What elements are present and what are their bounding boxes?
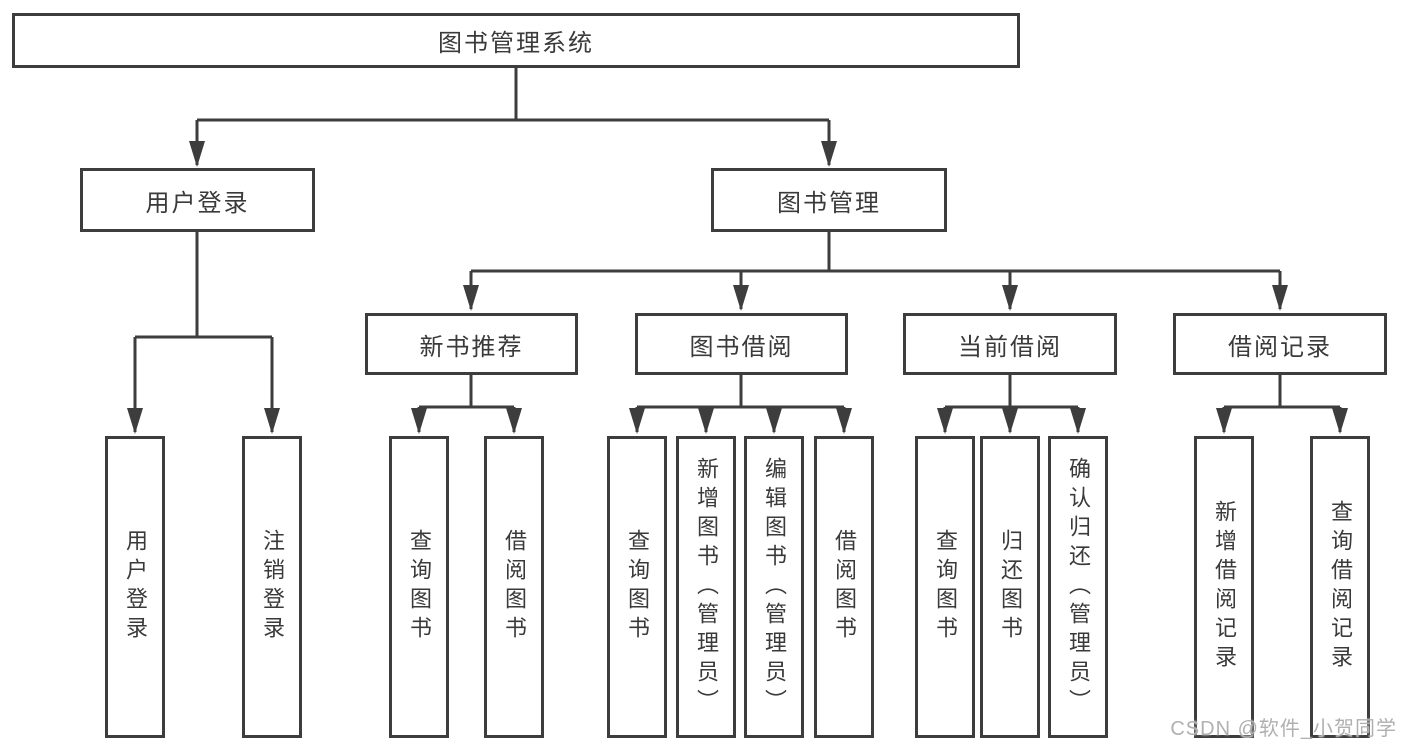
leaf-nb-query-books-label: 查询图书 — [407, 529, 432, 645]
leaf-logout-label: 注销登录 — [260, 529, 285, 645]
leaf-cb-confirm-return-admin-label: 确认归还（管理员） — [1066, 456, 1091, 718]
leaf-br-add-record-label: 新增借阅记录 — [1212, 500, 1237, 674]
node-new-book-recommend: 新书推荐 — [365, 313, 578, 375]
leaf-bb-add-books-admin: 新增图书（管理员） — [676, 436, 736, 738]
leaf-cb-query-books: 查询图书 — [915, 436, 975, 738]
node-current-borrow: 当前借阅 — [903, 313, 1117, 375]
node-root-label: 图书管理系统 — [438, 30, 594, 57]
node-root: 图书管理系统 — [12, 13, 1020, 68]
leaf-bb-edit-books-admin: 编辑图书（管理员） — [744, 436, 804, 738]
connector-root-to-level2 — [189, 68, 837, 167]
connector-current-borrow-children — [937, 375, 1086, 434]
connector-book-borrow-children — [629, 375, 852, 434]
leaf-bb-borrow-books-label: 借阅图书 — [832, 529, 857, 645]
node-book-management: 图书管理 — [711, 168, 947, 232]
leaf-user-login: 用户登录 — [105, 436, 165, 738]
leaf-cb-confirm-return-admin: 确认归还（管理员） — [1048, 436, 1108, 738]
leaf-bb-query-books: 查询图书 — [607, 436, 667, 738]
leaf-bb-edit-books-admin-label: 编辑图书（管理员） — [762, 456, 787, 718]
node-current-borrow-label: 当前借阅 — [958, 333, 1062, 361]
node-book-borrow-label: 图书借阅 — [689, 333, 794, 361]
leaf-cb-return-books: 归还图书 — [980, 436, 1040, 738]
leaf-br-query-record: 查询借阅记录 — [1310, 436, 1370, 738]
node-new-book-recommend-label: 新书推荐 — [419, 333, 524, 361]
node-user-login-label: 用户登录 — [145, 189, 250, 217]
connector-new-book-recommend-children — [411, 375, 522, 434]
leaf-bb-add-books-admin-label: 新增图书（管理员） — [694, 456, 719, 718]
node-borrow-records: 借阅记录 — [1173, 313, 1387, 375]
leaf-cb-return-books-label: 归还图书 — [998, 529, 1023, 645]
node-book-borrow: 图书借阅 — [635, 313, 848, 375]
connector-borrow-records-children — [1216, 375, 1348, 434]
leaf-nb-borrow-books: 借阅图书 — [484, 436, 544, 738]
watermark: CSDN @软件_小贺同学 — [1170, 718, 1397, 740]
leaf-bb-borrow-books: 借阅图书 — [814, 436, 874, 738]
leaf-user-login-label: 用户登录 — [123, 529, 148, 645]
leaf-nb-borrow-books-label: 借阅图书 — [502, 529, 527, 645]
connector-user-login-children — [127, 232, 280, 434]
leaf-nb-query-books: 查询图书 — [389, 436, 449, 738]
leaf-br-add-record: 新增借阅记录 — [1194, 436, 1254, 738]
connector-book-management-children — [463, 232, 1288, 311]
node-borrow-records-label: 借阅记录 — [1228, 333, 1332, 361]
node-book-management-label: 图书管理 — [777, 189, 881, 217]
leaf-logout: 注销登录 — [242, 436, 302, 738]
leaf-br-query-record-label: 查询借阅记录 — [1328, 500, 1353, 674]
leaf-bb-query-books-label: 查询图书 — [625, 529, 650, 645]
node-user-login: 用户登录 — [80, 168, 315, 232]
leaf-cb-query-books-label: 查询图书 — [933, 529, 958, 645]
